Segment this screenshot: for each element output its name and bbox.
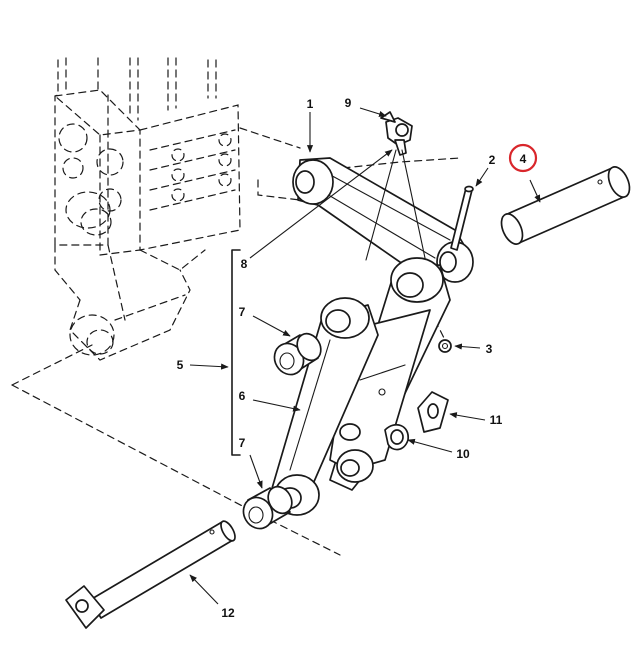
part-3-nut (438, 339, 452, 353)
part-4-pin (500, 166, 631, 245)
part-1-upper-link (292, 157, 474, 283)
callout-2: 2 (489, 153, 496, 167)
part-10-clevis (384, 423, 409, 451)
fitting-guide-line-a (365, 149, 397, 261)
part-12-headed-pin (65, 520, 236, 629)
callout-7-upper: 7 (239, 305, 246, 319)
callout-4-highlight-ring (508, 143, 538, 173)
callout-10: 10 (456, 447, 470, 461)
callout-1: 1 (307, 97, 314, 111)
callout-3: 3 (486, 342, 493, 356)
callout-9: 9 (345, 96, 352, 110)
leader-lines (189, 107, 541, 605)
part-7-upper-bushing (273, 332, 322, 376)
callout-11: 11 (490, 413, 503, 427)
callout-12: 12 (221, 606, 235, 620)
callout-6: 6 (239, 389, 246, 403)
callout-7-lower: 7 (239, 436, 246, 450)
part-9-grease-fitting (380, 111, 413, 156)
callout-labels: 1 2 3 4 5 6 7 7 8 9 11 10 12 (177, 96, 527, 620)
callout-4: 4 (520, 152, 527, 166)
part-7-lower-bushing (242, 485, 293, 530)
part-2-small-pin (450, 185, 474, 251)
part-6-lower-link (267, 257, 451, 516)
callout-8: 8 (241, 257, 248, 271)
callout-5: 5 (177, 358, 184, 372)
fitting-guide-line-b (401, 149, 426, 259)
part-11-plate (417, 391, 449, 433)
assembly-bracket (231, 249, 241, 456)
machine-frame-phantom (53, 57, 241, 361)
